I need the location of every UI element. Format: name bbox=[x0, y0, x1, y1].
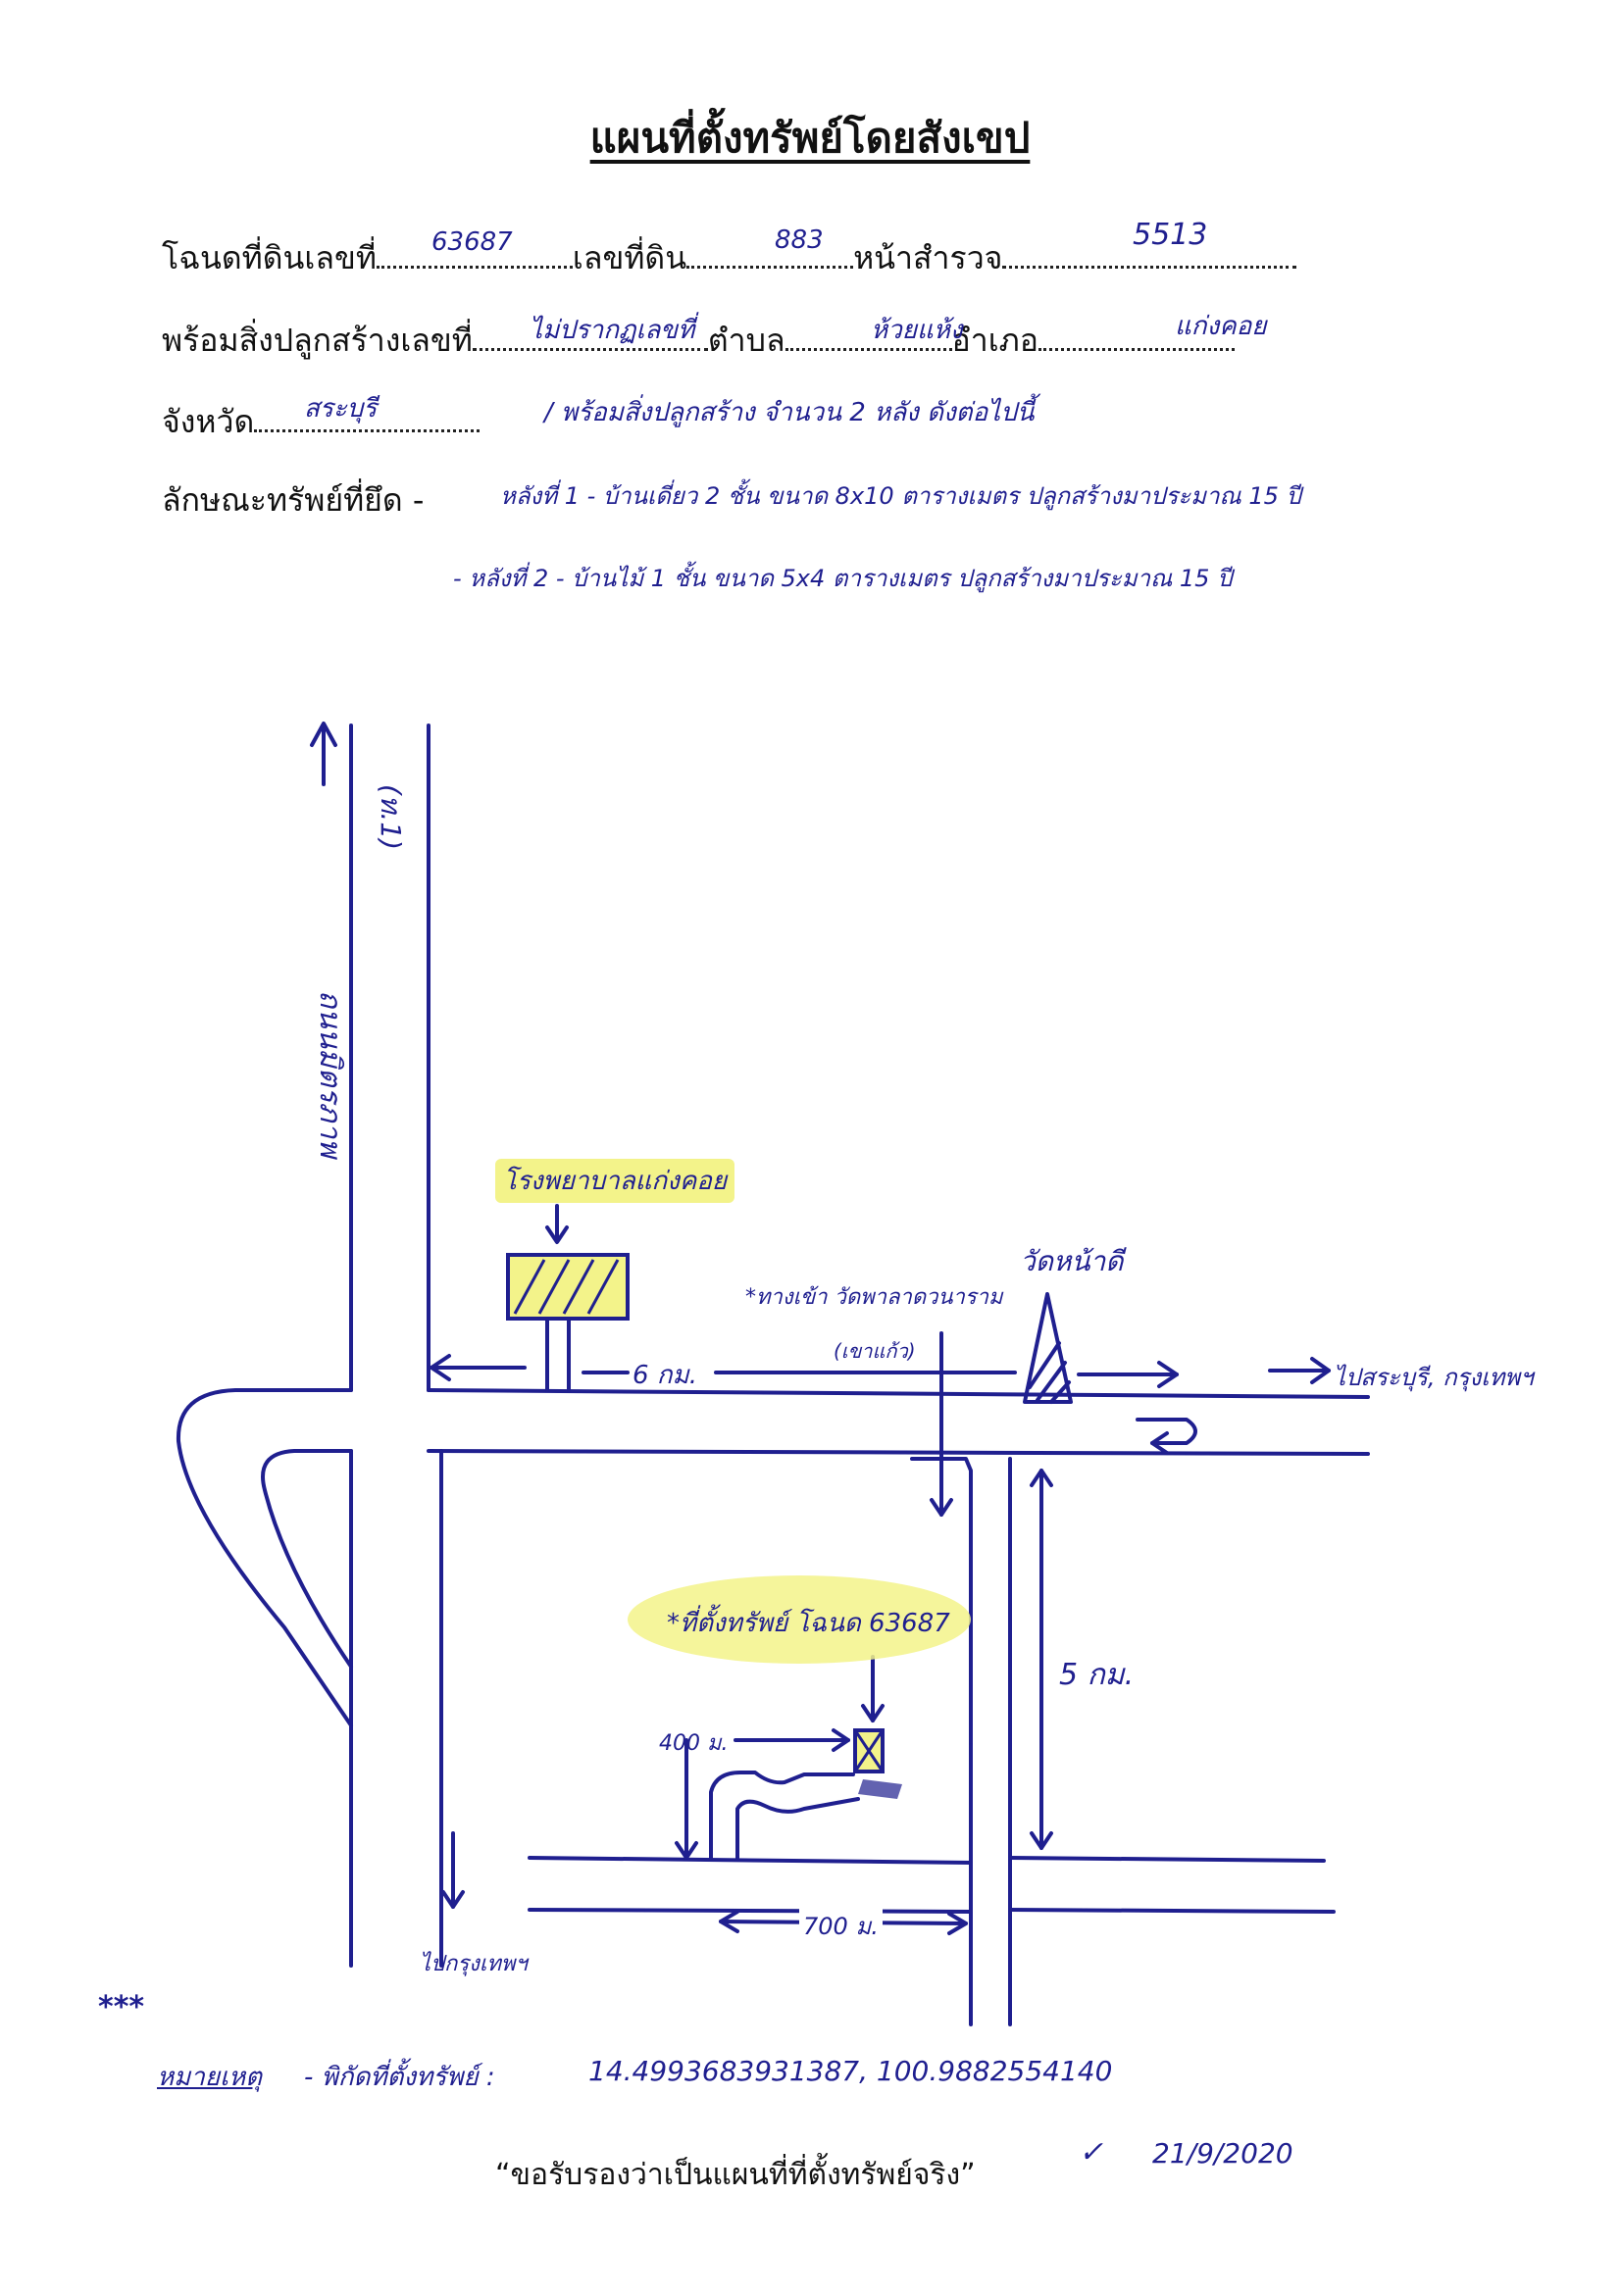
distance-5km: 5 กม. bbox=[1059, 1658, 1135, 1692]
deed-row: โฉนดที่ดินเลขที่ เลขที่ดิน หน้าสำรวจ bbox=[162, 233, 1297, 283]
curve-road-inner bbox=[261, 1449, 353, 1669]
building-value: ไม่ปรากฏเลขที่ bbox=[530, 316, 695, 345]
land-no-value: 883 bbox=[775, 225, 824, 255]
distance-700m: 700 ม. bbox=[799, 1907, 883, 1945]
coords-value: 14.4993683931387, 100.9882554140 bbox=[588, 2055, 1113, 2087]
subdistrict-label: ตำบล bbox=[707, 322, 785, 359]
remark-label: หมายเหตุ bbox=[157, 2063, 263, 2092]
hospital-down-arrow-head bbox=[545, 1225, 569, 1244]
main-road-code: (ท.1) bbox=[375, 784, 407, 851]
district-label: อำเภอ bbox=[951, 322, 1038, 359]
province-label: จังหวัด bbox=[162, 403, 255, 440]
property-item-2: - หลังที่ 2 - บ้านไม้ 1 ชั้น ขนาด 5x4 ตา… bbox=[453, 565, 1233, 592]
north-arrow-head bbox=[310, 722, 337, 747]
signature: ✓ bbox=[1079, 2135, 1104, 2170]
property-label: *ที่ตั้งทรัพย์ โฉนด 63687 bbox=[667, 1609, 950, 1638]
main-road-label: ถนนมิตรภาพ bbox=[313, 990, 347, 1158]
province-note: / พร้อมสิ่งปลูกสร้าง จำนวน 2 หลัง ดังต่อ… bbox=[544, 398, 1035, 427]
land-no-label: เลขที่ดิน bbox=[572, 239, 687, 276]
curve-road-outer bbox=[176, 1388, 353, 1727]
left-arrow-head bbox=[430, 1354, 451, 1381]
horizontal-road-top bbox=[427, 1388, 1370, 1399]
survey-page-label: หน้าสำรวจ bbox=[853, 239, 1003, 276]
property-item-1: หลังที่ 1 - บ้านเดี่ยว 2 ชั้น ขนาด 8x10 … bbox=[500, 482, 1301, 510]
to-bangkok-bottom: ไปกรุงเทพฯ bbox=[420, 1952, 528, 1976]
temple-label: วัดหน้าดี bbox=[1020, 1245, 1124, 1277]
district-value: แก่งคอย bbox=[1175, 312, 1267, 341]
coords-label: - พิกัดที่ตั้งทรัพย์ : bbox=[304, 2063, 495, 2092]
deed-value: 63687 bbox=[431, 227, 513, 257]
temple-direction-note: *ทางเข้า วัดพาลาดวนาราม bbox=[745, 1285, 1003, 1310]
property-label: ลักษณะทรัพย์ที่ยึด - bbox=[162, 481, 425, 519]
note-stars: *** bbox=[98, 1990, 145, 2024]
horizontal-road-bottom bbox=[427, 1449, 1370, 1456]
property-row: ลักษณะทรัพย์ที่ยึด - bbox=[162, 475, 424, 525]
deed-label: โฉนดที่ดินเลขที่ bbox=[162, 239, 377, 276]
building-label: พร้อมสิ่งปลูกสร้างเลขที่ bbox=[162, 322, 473, 359]
province-value: สระบุรี bbox=[304, 394, 378, 424]
page-title: แผนที่ตั้งทรัพย์โดยสังเขป bbox=[589, 114, 1031, 162]
to-bangkok-right: ไปสระบุรี, กรุงเทพฯ bbox=[1334, 1364, 1534, 1391]
survey-page-value: 5513 bbox=[1133, 218, 1208, 252]
subdistrict-value: ห้วยแห้ง bbox=[871, 316, 963, 345]
province-row: จังหวัด bbox=[162, 397, 481, 447]
certify-statement: “ขอรับรองว่าเป็นแผนที่ที่ตั้งทรัพย์จริง” bbox=[495, 2158, 976, 2192]
building-row: พร้อมสิ่งปลูกสร้างเลขที่ ตำบล อำเภอ bbox=[162, 316, 1235, 366]
distance-6km: 6 กม. bbox=[633, 1361, 697, 1390]
distance-400m: 400 ม. bbox=[659, 1731, 729, 1756]
hospital-label: โรงพยาบาลแก่งคอย bbox=[495, 1159, 735, 1203]
certify-date: 21/9/2020 bbox=[1152, 2137, 1293, 2170]
temple-direction-note-2: (เขาแก้ว) bbox=[834, 1339, 916, 1363]
